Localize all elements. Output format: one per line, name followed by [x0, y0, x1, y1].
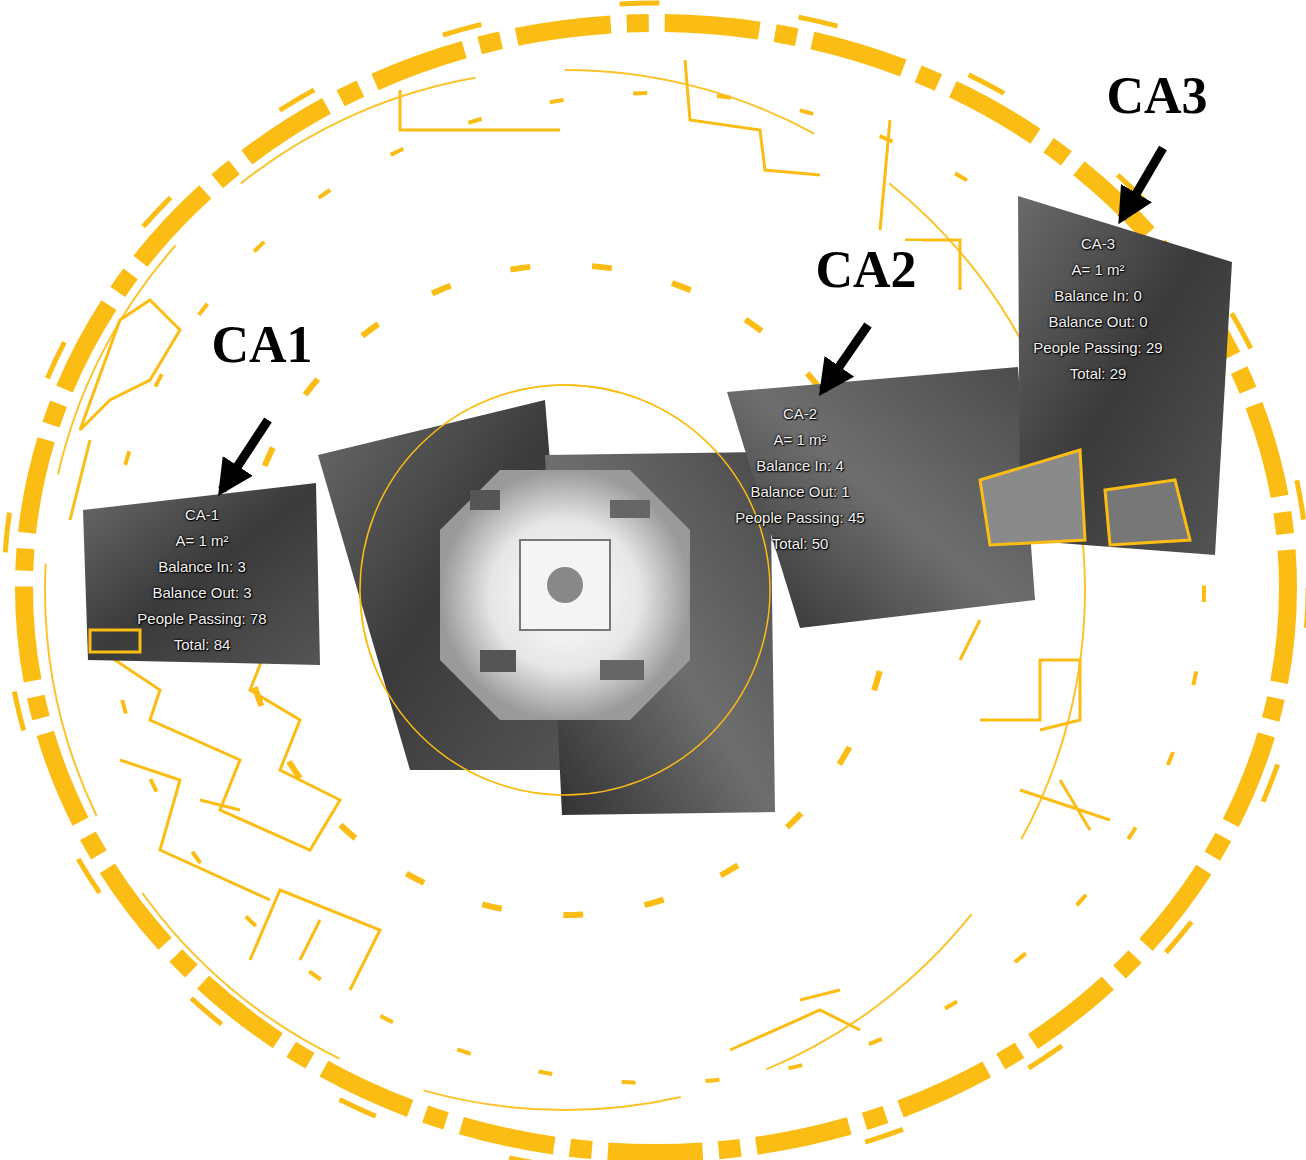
camera-id: CA-2: [735, 401, 864, 427]
callout-label: CA1: [205, 316, 318, 374]
plan-rings: [4, 3, 1306, 1160]
count-text: People Passing: 78: [137, 606, 266, 632]
count-text: A= 1 m²: [137, 528, 266, 554]
camera-id: CA-1: [137, 502, 266, 528]
camera-area-images: [83, 196, 1232, 665]
count-text: Balance In: 0: [1033, 283, 1162, 309]
leader-arrow: [222, 420, 268, 490]
camera-area-overlay: CA-3A= 1 m²Balance In: 0Balance Out: 0Pe…: [1033, 231, 1162, 387]
camera-id: CA-3: [1033, 231, 1162, 257]
centre-camera-images: [318, 385, 775, 815]
count-text: Total: 84: [137, 632, 266, 658]
count-text: People Passing: 45: [735, 505, 864, 531]
count-text: Total: 50: [735, 531, 864, 557]
callout-arrows: [222, 148, 1163, 490]
count-text: A= 1 m²: [1033, 257, 1162, 283]
count-text: People Passing: 29: [1033, 335, 1162, 361]
count-text: Balance Out: 3: [137, 580, 266, 606]
count-text: Balance In: 4: [735, 453, 864, 479]
camera-area-overlay: CA-2A= 1 m²Balance In: 4Balance Out: 1Pe…: [735, 401, 864, 557]
count-text: Total: 29: [1033, 361, 1162, 387]
room-outlines: [70, 60, 1110, 1050]
callout-label: CA3: [1100, 67, 1213, 125]
count-text: A= 1 m²: [735, 427, 864, 453]
leader-arrow: [823, 325, 868, 390]
count-text: Balance Out: 1: [735, 479, 864, 505]
leader-arrow: [1122, 148, 1163, 218]
callout-label: CA2: [809, 241, 922, 299]
count-text: Balance Out: 0: [1033, 309, 1162, 335]
camera-area-overlay: CA-1A= 1 m²Balance In: 3Balance Out: 3Pe…: [137, 502, 266, 658]
count-text: Balance In: 3: [137, 554, 266, 580]
